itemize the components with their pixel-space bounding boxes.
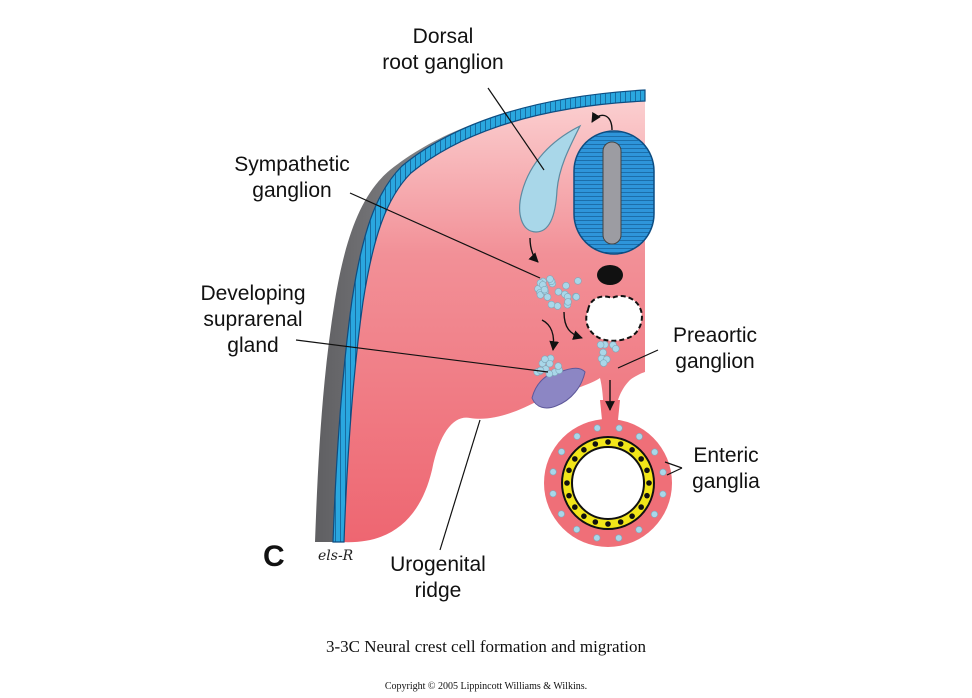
gut-lining-cell — [629, 447, 635, 453]
gut-lining-cells — [564, 439, 652, 527]
gut-lining-cell — [644, 492, 650, 499]
label-sympathetic-ganglion: Sympathetic ganglion — [234, 153, 350, 202]
label-preaortic-ganglion: Preaortic ganglion — [672, 324, 758, 373]
leader-enteric-2 — [666, 467, 683, 476]
leader-dorsal-root — [487, 87, 545, 171]
gut-lining-cell — [572, 504, 578, 510]
label-dorsal-root-ganglion: Dorsal root ganglion — [382, 25, 504, 74]
crest-cell — [547, 300, 556, 309]
enteric-cell — [635, 526, 643, 534]
gut-lining-cell — [644, 467, 650, 474]
enteric-cell — [593, 534, 601, 542]
gut-lining-cell — [592, 441, 599, 447]
crest-cell — [599, 359, 608, 367]
arrow-to-suprarenal — [541, 319, 560, 351]
enteric-ganglion-cells — [549, 424, 667, 542]
gut-lining-cell — [605, 439, 611, 445]
gut-lining-cell — [564, 480, 570, 486]
arrow-dorsal-curl — [591, 111, 613, 131]
leader-sympathetic — [349, 192, 541, 279]
gut-lining-cell — [566, 492, 572, 499]
leader-preaortic — [617, 349, 659, 369]
arrow-to-preaortic — [563, 311, 583, 340]
crest-cell — [564, 298, 572, 306]
crest-cell — [543, 293, 552, 301]
label-urogenital-ridge: Urogenital ridge — [390, 553, 486, 602]
illustrator-signature: els-R — [318, 548, 354, 564]
crest-cell — [553, 302, 562, 310]
crest-cell — [612, 345, 620, 353]
enteric-cell — [615, 534, 623, 542]
crest-cell — [562, 282, 570, 290]
crest-cell — [554, 362, 562, 370]
enteric-cell — [659, 490, 667, 498]
arrow-to-sympathetic — [528, 237, 539, 263]
gut-lining-cell — [646, 480, 652, 486]
enteric-cell — [549, 468, 557, 476]
gut-lining-cell — [617, 441, 624, 447]
neural-canal — [602, 141, 622, 245]
figure-caption: 3-3C Neural crest cell formation and mig… — [325, 637, 647, 656]
gut-lining-cell — [581, 447, 587, 453]
enteric-cell — [573, 432, 581, 440]
crest-cell — [599, 348, 607, 357]
leader-enteric-1 — [664, 461, 683, 469]
enteric-cell — [635, 433, 643, 441]
panel-letter: C — [263, 540, 285, 573]
enteric-cell — [558, 448, 566, 456]
gut-lining-cell — [605, 521, 611, 527]
enteric-cell — [573, 525, 581, 533]
aorta — [585, 295, 643, 342]
surface-ectoderm — [332, 89, 646, 543]
crest-cell — [554, 288, 563, 296]
crest-cell — [574, 277, 582, 285]
gut-lining-cell — [617, 519, 624, 525]
gut-lining-cell — [572, 456, 578, 462]
enteric-cell — [615, 424, 623, 432]
gut-lining-cell — [581, 513, 587, 519]
crest-cell — [546, 359, 554, 368]
dorsal-root-ganglion-shape — [519, 124, 582, 233]
leader-suprarenal — [295, 339, 549, 373]
label-enteric-ganglia: Enteric ganglia — [692, 444, 760, 493]
neural-crest-cells — [533, 275, 620, 378]
gut-lining-cell — [566, 467, 572, 474]
label-developing-suprarenal-gland: Developing suprarenal gland — [200, 282, 306, 357]
gut-lining-cell — [629, 513, 635, 519]
enteric-cell — [659, 468, 667, 476]
enteric-cell — [557, 510, 565, 518]
gut-lumen — [571, 446, 645, 520]
mesoderm-body — [340, 100, 645, 543]
enteric-cell — [651, 448, 659, 456]
enteric-cell — [549, 490, 557, 498]
notochord — [597, 265, 623, 285]
crest-cell — [546, 275, 554, 283]
crest-cell — [596, 341, 605, 349]
enteric-cell — [650, 510, 658, 518]
copyright-notice: Copyright © 2005 Lippincott Williams & W… — [384, 681, 588, 692]
crest-cell — [572, 293, 580, 301]
gut-lining-cell — [638, 456, 644, 462]
crest-cell — [540, 286, 549, 294]
crest-cell — [541, 355, 549, 363]
gut-lining-cell — [638, 504, 644, 510]
gut-lining-cell — [592, 519, 599, 525]
enteric-cell — [593, 424, 601, 432]
leader-urogenital — [439, 419, 481, 551]
